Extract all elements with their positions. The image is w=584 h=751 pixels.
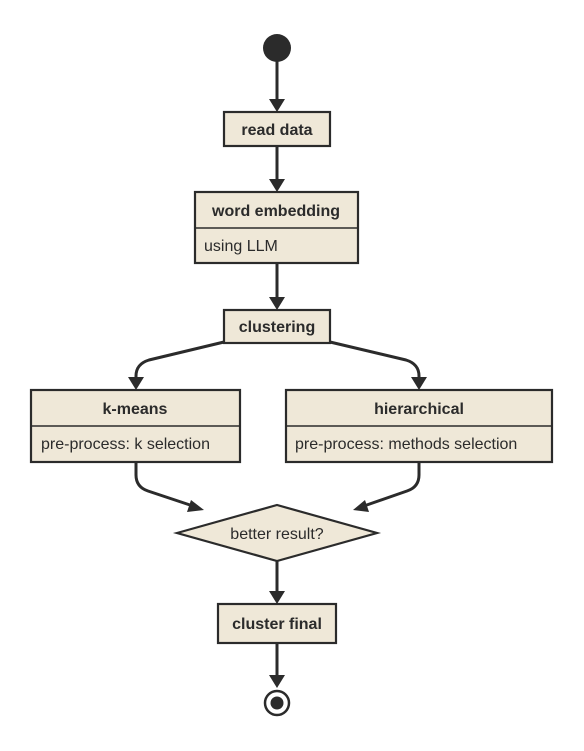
node-read-data: read data	[222, 110, 332, 148]
edge-clustering-to-kmeans	[134, 340, 226, 383]
edge-hierarchical-to-decision	[359, 460, 421, 509]
arrowhead	[187, 500, 204, 512]
arrowhead	[269, 179, 285, 192]
edge-clustering-to-hierarchical	[328, 340, 421, 383]
node-kmeans-title: k-means	[103, 401, 168, 418]
arrowhead	[269, 99, 285, 112]
node-cluster-final: cluster final	[216, 602, 338, 645]
decision-node: better result?	[172, 503, 382, 563]
node-clustering: clustering	[222, 308, 332, 345]
node-read-data-title: read data	[241, 122, 312, 139]
node-hierarchical-title: hierarchical	[374, 401, 464, 418]
node-hierarchical-note: pre-process: methods selection	[295, 436, 517, 453]
node-kmeans-note: pre-process: k selection	[41, 436, 210, 453]
arrowhead	[269, 297, 285, 310]
start-node	[263, 34, 291, 62]
edge-kmeans-to-decision	[134, 460, 198, 509]
end-node	[263, 689, 291, 717]
node-cluster-final-title: cluster final	[232, 616, 322, 633]
node-word-embedding-title: word embedding	[211, 203, 340, 220]
arrowhead	[269, 591, 285, 604]
node-word-embedding: word embedding using LLM	[193, 190, 360, 265]
node-kmeans: k-means pre-process: k selection	[29, 388, 242, 464]
node-clustering-title: clustering	[239, 319, 315, 336]
node-hierarchical: hierarchical pre-process: methods select…	[284, 388, 554, 464]
arrowhead	[269, 675, 285, 688]
decision-label: better result?	[230, 526, 323, 543]
arrowhead	[128, 377, 144, 390]
node-word-embedding-note: using LLM	[204, 238, 278, 255]
arrowhead	[353, 500, 369, 512]
arrowhead	[411, 377, 427, 390]
edges	[128, 60, 427, 688]
